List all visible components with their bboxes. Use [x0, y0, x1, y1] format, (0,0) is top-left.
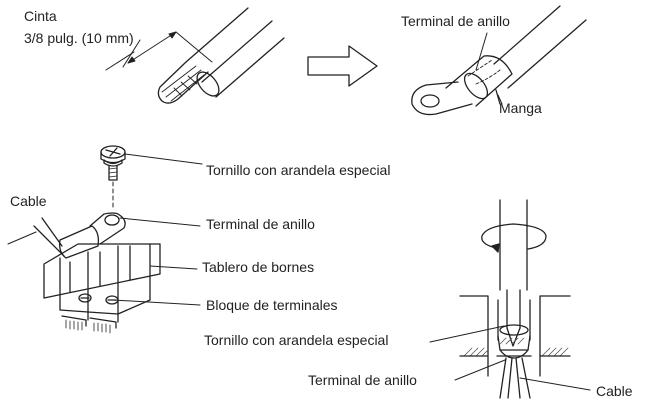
label-sleeve: Manga: [499, 100, 542, 116]
label-ring-terminal-top: Terminal de anillo: [401, 13, 510, 29]
screw-illustration: [100, 145, 126, 208]
leader-lines: [112, 32, 591, 391]
label-cable-right: Cable: [596, 383, 633, 399]
label-strip-length: 3/8 pulg. (10 mm): [24, 30, 134, 46]
label-ring-terminal-bottom: Terminal de anillo: [308, 372, 417, 388]
label-tape: Cinta: [24, 8, 57, 24]
terminal-section-illustration: [459, 295, 571, 399]
label-screw-special-washer: Tornillo con arandela especial: [206, 162, 391, 178]
cable-with-ring-terminal: [7, 212, 126, 259]
label-screw-special-washer-2: Tornillo con arandela especial: [204, 332, 389, 348]
process-arrow: [307, 45, 378, 87]
label-terminal-board: Tablero de bornes: [202, 259, 315, 275]
terminal-board-illustration: [43, 243, 161, 334]
label-terminal-block: Bloque de terminales: [206, 297, 338, 313]
label-ring-terminal-mid: Terminal de anillo: [206, 216, 315, 232]
screwdriver-illustration: [499, 199, 528, 347]
strip-length-dimension: [105, 31, 213, 71]
rotation-arrow: [481, 223, 547, 253]
ring-terminal-crimped-illustration: [411, 5, 587, 116]
stripped-wire-illustration: [157, 7, 285, 104]
label-cable-left: Cable: [10, 193, 47, 209]
